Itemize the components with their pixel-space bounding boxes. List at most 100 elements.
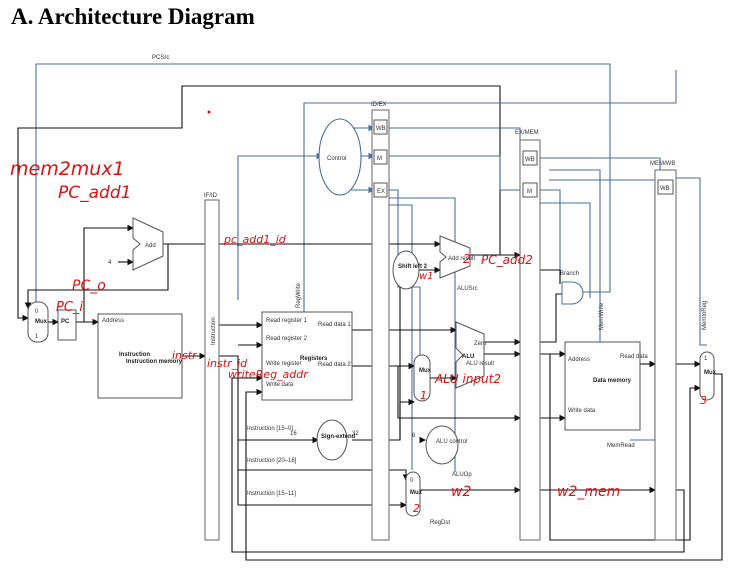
pc-register: PC (57, 309, 77, 341)
annotation-add-2: 2 (463, 252, 471, 266)
rf-read-register-1: Read register 1 (266, 318, 308, 324)
memtoreg-mux-label: Mux (704, 370, 717, 376)
annotation-alusrc-mux-1: 1 (420, 389, 427, 402)
id-ex-m: M (377, 156, 382, 162)
memtoreg-mux-1: 1 (704, 356, 708, 362)
rf-registers-label: Registers (300, 356, 328, 362)
annotation-instr: instr (172, 349, 198, 362)
pc-mux-label: Mux (35, 319, 48, 325)
alu-zero-label: Zero (474, 341, 487, 347)
id-ex-ex: EX (377, 189, 385, 195)
pc-mux: 0 Mux 1 (27, 301, 49, 343)
sign-extend-label: Sign-extend (321, 434, 356, 440)
width-32-label: 32 (352, 431, 359, 437)
annotation-pc-add1-id: pc_add1_id (223, 233, 287, 246)
im-instruction-label: Instruction (119, 352, 150, 358)
width-6-label: 6 (412, 433, 416, 439)
shift-left-2-unit: Shift left 2 (392, 250, 428, 290)
rf-write-data: Write data (266, 382, 294, 388)
alu-label: ALU (462, 354, 474, 360)
pc-mux-1: 1 (35, 334, 39, 340)
alusrc-mux: Mux (413, 354, 432, 402)
alu-result-label: ALU result (466, 361, 494, 367)
annotation-pc-o: PC_o (72, 278, 106, 294)
annotation-w1: w1 (419, 271, 434, 282)
im-memory-label: Instruction memory (126, 359, 183, 365)
shift-left-2-label: Shift left 2 (398, 264, 428, 270)
alu-control-label: ALU control (436, 439, 467, 445)
dm-label: Data memory (593, 378, 632, 384)
annotation-w2-mem: w2_mem (557, 484, 620, 500)
branch-and-gate: Branch (560, 271, 584, 305)
rf-write-register: Write register (266, 361, 302, 367)
dm-read-data-label: Read data (620, 354, 648, 360)
annotation-mem2mux1: mem2mux1 (10, 158, 125, 180)
annotation-pc-add2: PC_add2 (481, 253, 533, 267)
alu-control-unit: ALU control (425, 425, 467, 465)
id-ex-wb: WB (376, 126, 386, 132)
memwrite-label: MemWrite (599, 302, 605, 330)
pc-label: PC (61, 319, 70, 325)
branch-target-feedback-wire (17, 85, 501, 322)
ex-mem-m: M (527, 189, 532, 195)
pcsrc-label: PCSrc (152, 55, 169, 61)
if-id-instruction-label: Instruction (211, 317, 217, 345)
data-wires (24, 224, 723, 561)
regdst-mux-label: Mux (410, 490, 423, 496)
mem-wb-wb: WB (660, 186, 670, 192)
pc-adder-label: Add (145, 243, 156, 249)
annotation-regdst-mux-2: 2 (413, 502, 420, 515)
regdst-mux: 0 Mux (405, 471, 423, 517)
control-label: Control (327, 156, 346, 162)
instr-15-11-label: Instruction [15–11] (247, 491, 296, 497)
pc-adder: Add 4 (108, 217, 164, 271)
regdst-mux-0: 0 (410, 478, 414, 484)
if-id-register: IF/ID (204, 193, 220, 541)
branch-adder: Add result (439, 235, 475, 279)
id-ex-label: ID/EX (371, 102, 387, 108)
id-ex-register: ID/EX WB M EX (371, 102, 390, 541)
mem-wb-register: MEM/WB WB (650, 161, 677, 541)
regdst-label: RegDst (430, 520, 450, 526)
data-memory: Address Read data Data memory Write data (564, 341, 648, 431)
constant-four: 4 (108, 260, 112, 266)
rf-read-data-2: Read data 2 (318, 362, 351, 368)
pc-mux-0: 0 (35, 309, 39, 315)
aluop-label: ALUOp (452, 472, 472, 478)
annotation-instr-id: instr_id (207, 357, 248, 370)
page-title: A. Architecture Diagram (11, 4, 255, 29)
mem-wb-label: MEM/WB (650, 161, 675, 167)
annotation-dot (207, 110, 211, 114)
register-file: Read register 1 Read register 2 Write re… (261, 311, 353, 401)
sign-extend-unit: Sign-extend (316, 419, 356, 461)
instruction-memory: Address Instruction Instruction memory (97, 313, 183, 399)
annotation-pc-add1: PC_add1 (58, 183, 131, 203)
alu: Zero ALU ALU result (455, 321, 494, 389)
memread-label: MemRead (607, 443, 635, 449)
memtoreg-mux: 1 Mux (699, 351, 717, 401)
im-address-label: Address (102, 318, 124, 324)
regwrite-label: RegWrite (296, 282, 302, 308)
branch-adder-label: Add result (448, 256, 475, 262)
alusrc-mux-label: Mux (419, 368, 432, 374)
ex-mem-label: EX/MEM (515, 130, 539, 136)
ex-mem-wb: WB (525, 157, 535, 163)
rf-read-data-1: Read data 1 (318, 322, 351, 328)
alusrc-label: ALUSrc (457, 286, 478, 292)
annotation-writereg-addr: writeReg_addr (228, 368, 309, 381)
width-16-label: 16 (290, 431, 297, 437)
dm-write-data-label: Write data (568, 408, 596, 414)
if-id-label: IF/ID (204, 193, 218, 199)
control-unit: Control (318, 118, 362, 196)
rf-read-register-2: Read register 2 (266, 336, 308, 342)
instr-15-0-label: Instruction [15–0] (247, 426, 293, 432)
dm-address-label: Address (568, 357, 590, 363)
ex-mem-register: EX/MEM WB M (515, 130, 541, 541)
annotation-w2: w2 (451, 484, 471, 500)
memtoreg-label: MemtoReg (702, 301, 708, 330)
instr-20-16-label: Instruction [20–16] (247, 458, 297, 464)
annotation-memtoreg-3: 3 (700, 394, 707, 407)
annotation-pc-i: PC_i (56, 300, 83, 315)
branch-label: Branch (560, 271, 579, 277)
